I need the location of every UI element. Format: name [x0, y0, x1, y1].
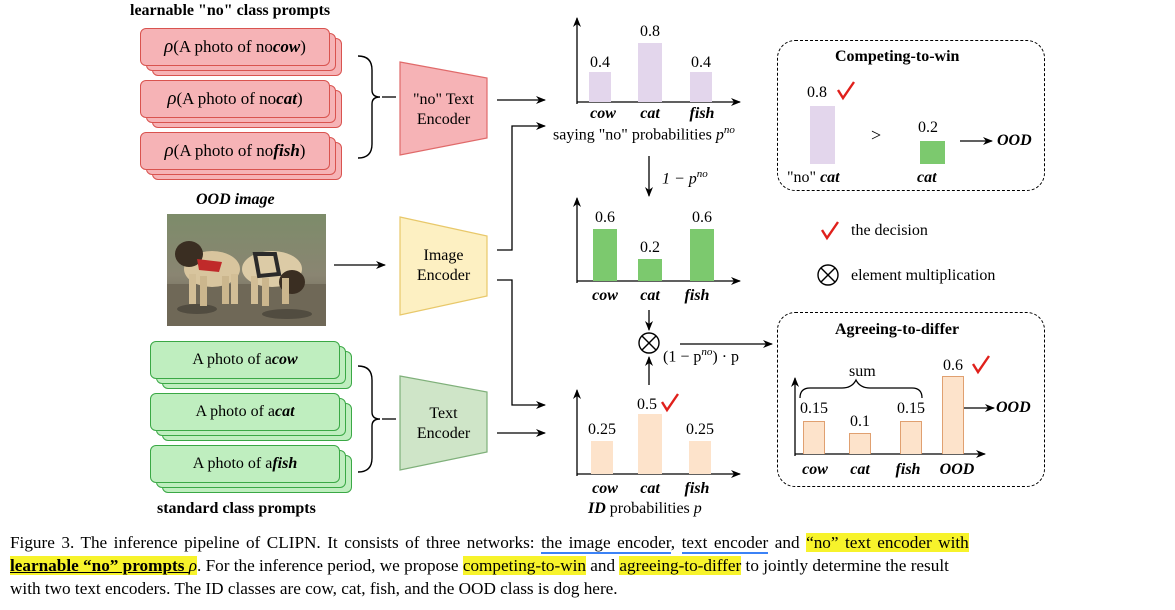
competing-title: Competing-to-win	[835, 48, 960, 65]
caption-line-2: learnable “no” prompts ρ. For the infere…	[10, 556, 949, 575]
competing-to-win-box	[777, 40, 1045, 191]
product-label: (1 − pno) · p	[663, 346, 740, 366]
agreeing-category: cow	[802, 461, 828, 478]
standard-prompts-title: standard class prompts	[157, 500, 316, 517]
no-prob-caption: saying "no" probabilities pno	[553, 124, 735, 144]
no-prob-value: 0.4	[691, 54, 711, 71]
id-prob-value: 0.5	[637, 396, 657, 413]
agreeing-title: Agreeing-to-differ	[835, 321, 960, 338]
no-prob-category: cat	[640, 105, 660, 122]
competing-cat-bar	[920, 141, 945, 164]
caption-line-1: Figure 3. The inference pipeline of CLIP…	[10, 533, 969, 554]
one-minus-value: 0.6	[692, 209, 712, 226]
agreeing-category: OOD	[939, 461, 975, 478]
figure-caption: Figure 3. The inference pipeline of CLIP…	[10, 531, 1166, 600]
image-encoder-shape	[399, 216, 488, 316]
pipeline-diagram	[334, 17, 995, 478]
id-prob-category: cat	[640, 480, 660, 497]
one-minus-bar-fish	[690, 229, 714, 281]
one-minus-bar-cat	[638, 259, 662, 281]
learnable-brace	[357, 55, 381, 159]
id-prob-value: 0.25	[588, 421, 616, 438]
agreeing-value: 0.6	[943, 357, 963, 374]
no-prob-value: 0.4	[590, 54, 610, 71]
learnable-prompts-title: learnable "no" class prompts	[130, 2, 331, 19]
no-prob-bar-fish	[690, 72, 712, 102]
caption-line-3: with two text encoders. The ID classes a…	[10, 579, 618, 598]
id-prob-value: 0.25	[686, 421, 714, 438]
one-minus-value: 0.2	[640, 239, 660, 256]
legend-decision: the decision	[851, 222, 928, 239]
agreeing-bar-cow	[803, 421, 825, 454]
competing-left-value: 0.8	[807, 84, 827, 101]
no-prob-bar-cow	[589, 72, 611, 102]
ood-pug-image	[167, 214, 326, 326]
no-prob-category: fish	[689, 105, 715, 122]
competing-gt: >	[871, 125, 882, 145]
one-minus-category: fish	[684, 287, 710, 304]
one-minus-bar-cow	[593, 229, 617, 281]
agreeing-category: fish	[895, 461, 921, 478]
id-prob-caption: ID probabilities p	[588, 500, 702, 517]
competing-right-value: 0.2	[918, 119, 938, 136]
id-prob-bar-cat	[638, 414, 662, 474]
id-prob-bar-cow	[591, 441, 613, 474]
one-minus-value: 0.6	[595, 209, 615, 226]
ood-check-icon	[971, 355, 990, 375]
agreeing-category: cat	[850, 461, 870, 478]
agreeing-value: 0.15	[800, 400, 828, 417]
legend-multiplication-icon	[817, 264, 839, 286]
competing-result: OOD	[997, 132, 1032, 149]
agreeing-sum-label: sum	[849, 363, 876, 380]
element-multiplication-icon	[638, 332, 660, 354]
check-icon	[836, 81, 855, 101]
agreeing-bar-ood	[942, 376, 964, 454]
competing-no-bar	[810, 106, 835, 164]
competing-right-label: cat	[917, 169, 937, 186]
sum-brace	[799, 378, 923, 399]
standard-brace	[357, 365, 381, 473]
agreeing-bar-fish	[900, 421, 922, 454]
one-minus-label: 1 − pno	[662, 168, 708, 188]
agreeing-value: 0.15	[897, 400, 925, 417]
id-prob-bar-fish	[689, 441, 711, 474]
one-minus-category: cat	[640, 287, 660, 304]
no-text-encoder-shape	[399, 61, 488, 156]
agreeing-bar-cat	[849, 433, 871, 454]
agreeing-to-differ-box	[777, 312, 1045, 487]
legend-check-icon	[820, 221, 839, 241]
no-prob-value: 0.8	[640, 23, 660, 40]
no-prob-category: cow	[590, 105, 616, 122]
one-minus-category: cow	[592, 287, 618, 304]
competing-left-label: "no" cat	[787, 169, 840, 186]
text-encoder-shape	[399, 375, 488, 471]
id-prob-category: fish	[684, 480, 710, 497]
id-check-icon	[660, 393, 679, 413]
ood-image-label: OOD image	[196, 191, 275, 208]
no-prob-bar-cat	[638, 43, 662, 102]
agreeing-result: OOD	[996, 399, 1031, 416]
legend-multiplication: element multiplication	[851, 267, 996, 284]
id-prob-category: cow	[592, 480, 618, 497]
agreeing-value: 0.1	[850, 413, 870, 430]
